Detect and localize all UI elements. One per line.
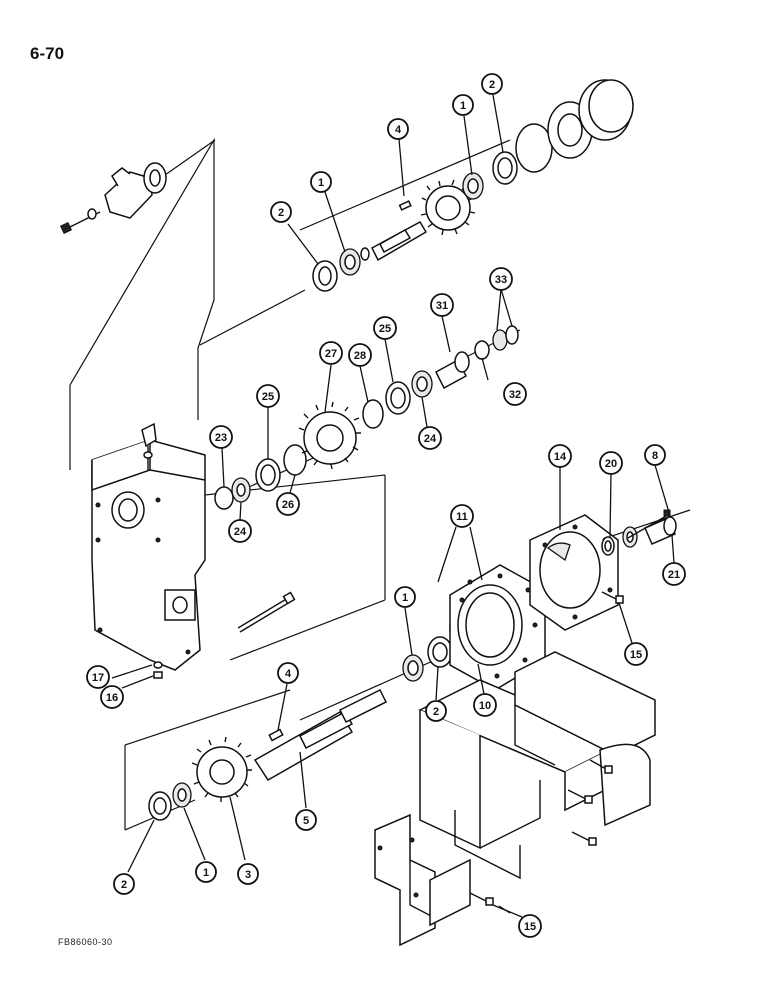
svg-text:33: 33 — [495, 274, 507, 286]
drive-yoke — [60, 162, 167, 234]
callout-10: 10 — [473, 693, 497, 717]
page-number: 6-70 — [30, 44, 65, 63]
svg-text:14: 14 — [554, 451, 567, 463]
figure-code: FB86060-30 — [58, 937, 113, 947]
svg-text:17: 17 — [92, 672, 104, 684]
callout-2: 2 — [270, 201, 292, 223]
svg-text:1: 1 — [402, 592, 408, 604]
svg-text:2: 2 — [489, 79, 495, 91]
gearbox-housing — [91, 422, 296, 679]
svg-text:27: 27 — [325, 348, 337, 360]
callout-25: 25 — [373, 316, 397, 340]
svg-text:25: 25 — [262, 391, 274, 403]
callout-1: 1 — [310, 171, 332, 193]
callout-21: 21 — [662, 562, 686, 586]
callout-17: 17 — [86, 665, 110, 689]
svg-text:2: 2 — [121, 879, 127, 891]
callout-4: 4 — [277, 662, 299, 684]
callout-27: 27 — [319, 341, 343, 365]
callout-25: 25 — [256, 384, 280, 408]
callout-32: 32 — [503, 382, 527, 406]
svg-text:15: 15 — [630, 649, 642, 661]
callout-33: 33 — [489, 267, 513, 291]
svg-text:8: 8 — [652, 450, 658, 462]
callout-16: 16 — [100, 685, 124, 709]
callout-3: 3 — [237, 863, 259, 885]
svg-text:25: 25 — [379, 323, 391, 335]
callout-4: 4 — [387, 118, 409, 140]
svg-text:20: 20 — [605, 458, 617, 470]
svg-text:11: 11 — [456, 511, 468, 523]
callout-14: 14 — [548, 444, 572, 468]
leader-lines — [111, 94, 675, 918]
lower-shaft-assembly — [148, 591, 507, 821]
callout-11: 11 — [450, 504, 474, 528]
callout-28: 28 — [348, 343, 372, 367]
shield-guard — [374, 651, 656, 947]
svg-text:5: 5 — [303, 815, 309, 827]
callout-26: 26 — [276, 492, 300, 516]
callout-23: 23 — [209, 425, 233, 449]
svg-text:24: 24 — [424, 433, 437, 445]
callout-31: 31 — [430, 293, 454, 317]
svg-text:16: 16 — [106, 692, 118, 704]
svg-text:2: 2 — [433, 706, 439, 718]
svg-text:24: 24 — [234, 526, 247, 538]
callout-5: 5 — [295, 809, 317, 831]
svg-text:21: 21 — [668, 569, 680, 581]
svg-text:3: 3 — [245, 869, 251, 881]
callout-1: 1 — [452, 94, 474, 116]
svg-text:26: 26 — [282, 499, 294, 511]
callout-15: 15 — [624, 642, 648, 666]
middle-gear — [298, 401, 361, 470]
svg-text:1: 1 — [318, 177, 324, 189]
svg-text:32: 32 — [509, 389, 521, 401]
svg-text:1: 1 — [460, 100, 466, 112]
svg-text:4: 4 — [395, 124, 402, 136]
end-cover — [529, 509, 677, 631]
svg-text:23: 23 — [215, 432, 227, 444]
svg-text:1: 1 — [203, 867, 209, 879]
callout-24: 24 — [228, 519, 252, 543]
callout-20: 20 — [599, 451, 623, 475]
callout-2: 2 — [425, 700, 447, 722]
svg-text:15: 15 — [524, 921, 536, 933]
callout-15: 15 — [518, 914, 542, 938]
svg-text:28: 28 — [354, 350, 366, 362]
callout-1: 1 — [394, 586, 416, 608]
upper-gear — [420, 179, 476, 236]
svg-text:4: 4 — [285, 668, 292, 680]
callout-2: 2 — [481, 73, 503, 95]
middle-shaft-assembly — [214, 325, 519, 510]
svg-text:10: 10 — [479, 700, 491, 712]
upper-shaft-assembly — [312, 79, 634, 292]
callout-24: 24 — [418, 426, 442, 450]
svg-text:2: 2 — [278, 207, 284, 219]
callout-1: 1 — [195, 861, 217, 883]
svg-text:31: 31 — [436, 300, 448, 312]
lower-gear — [191, 736, 252, 802]
callout-2: 2 — [113, 873, 135, 895]
callout-8: 8 — [644, 444, 666, 466]
